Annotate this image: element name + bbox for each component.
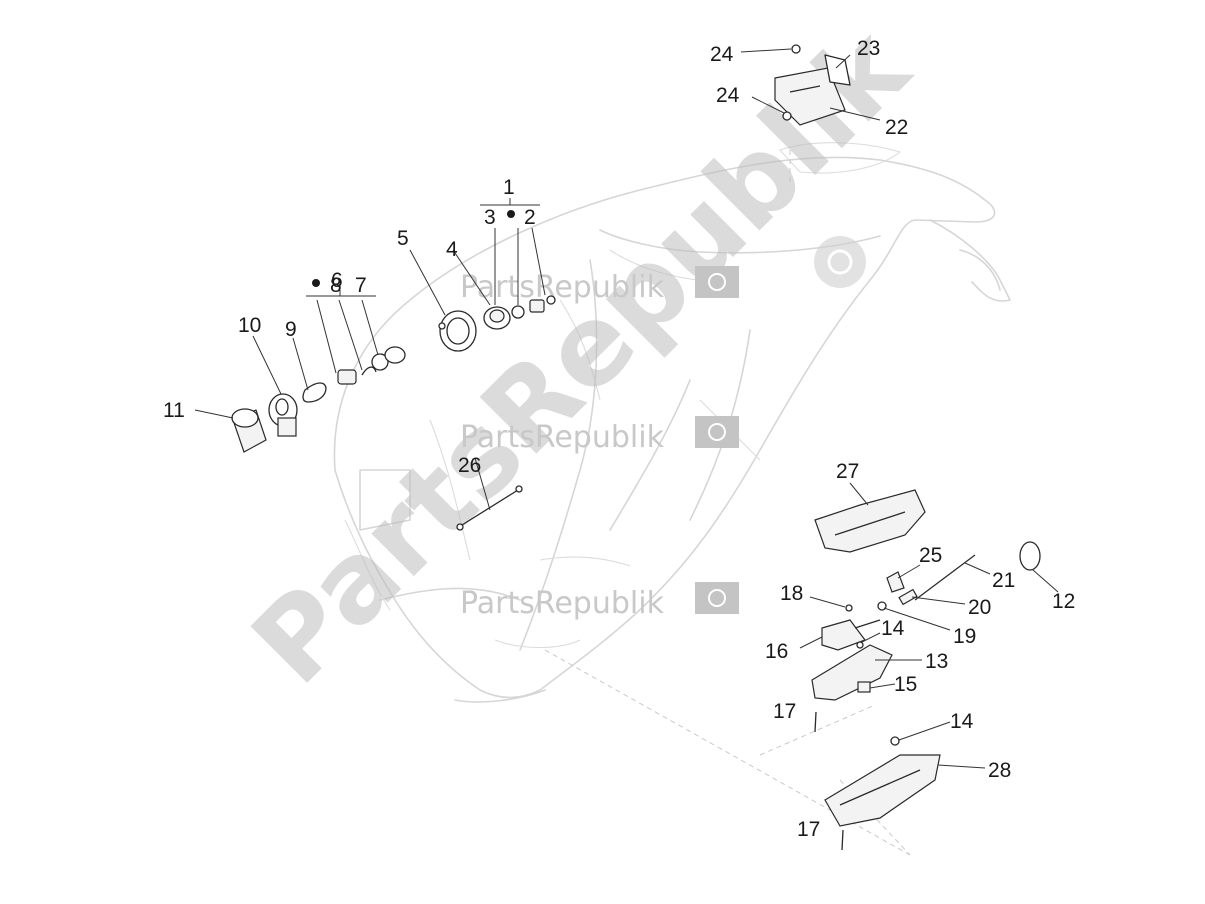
callout-26: 26 [458, 454, 481, 477]
part-21-cable [914, 554, 976, 601]
part-16-actuator [821, 619, 881, 651]
callout-3: 3 [484, 206, 496, 229]
callout-1: 1 [503, 176, 515, 199]
part-5-ring-plate [438, 310, 477, 352]
part-19-screw [877, 601, 887, 611]
part-9-spring-clip [302, 382, 327, 403]
callout-7: 7 [355, 274, 367, 297]
part-10-lock-cylinder [268, 393, 298, 437]
svg-text:PartsRepublik: PartsRepublik [460, 586, 665, 621]
part-ring-frame [384, 346, 406, 364]
leader-lines [194, 48, 1059, 769]
callout-19: 19 [953, 625, 976, 648]
part-12-ring [1019, 541, 1041, 571]
callout-17-lower: 17 [797, 818, 820, 841]
part-23-hinge [824, 54, 851, 86]
callout-9: 9 [285, 318, 297, 341]
callout-21: 21 [992, 569, 1015, 592]
part-22-bracket [774, 67, 846, 126]
callout-18: 18 [780, 582, 803, 605]
watermark-row-2: PartsRepublik [460, 416, 739, 455]
watermark-gear-large [814, 236, 866, 288]
assembly-guide-lines [544, 150, 911, 856]
callout-5: 5 [397, 227, 409, 250]
part-4-lock-housing [483, 306, 511, 330]
gear-icon [827, 249, 853, 275]
watermark-row-1: PartsRepublik [460, 266, 739, 305]
callout-4: 4 [446, 238, 458, 261]
callout-labels: 1 3 2 5 4 6 8 7 10 9 11 26 24 23 24 22 2… [163, 37, 1075, 841]
gear-icon [695, 582, 739, 614]
part-3-washer [511, 305, 525, 319]
watermark-row-3: PartsRepublik [460, 582, 739, 621]
callout-11: 11 [163, 399, 185, 422]
callout-15: 15 [894, 673, 917, 696]
part-11-cap [231, 408, 267, 453]
part-24-screw-top [791, 44, 801, 54]
callout-16: 16 [765, 640, 788, 663]
part-8-bushing [337, 369, 357, 385]
part-17-pin-lower [841, 829, 844, 851]
callout-14-lower: 14 [950, 710, 974, 733]
svg-text:PartsRepublik: PartsRepublik [460, 420, 665, 455]
callout-2: 2 [524, 206, 536, 229]
svg-text:PartsRepublik: PartsRepublik [460, 270, 665, 305]
part-13-bracket [811, 644, 893, 701]
gear-icon [695, 266, 739, 298]
part-24-screw-side [782, 111, 792, 121]
callout-13: 13 [925, 650, 948, 673]
callout-20: 20 [968, 596, 991, 619]
part-26-rod [456, 485, 523, 531]
part-15-nut [857, 681, 871, 693]
part-14-screw-lower [890, 736, 900, 746]
callout-22: 22 [885, 116, 908, 139]
callout-24-top: 24 [710, 43, 734, 66]
part-25-cap [886, 571, 905, 593]
part-7-ring [361, 353, 389, 376]
callout-14-upper: 14 [881, 617, 905, 640]
group-dot-6 [312, 279, 320, 287]
callout-24-side: 24 [716, 84, 740, 107]
callout-28: 28 [988, 759, 1011, 782]
part-17-pin-upper [814, 711, 817, 733]
callout-25: 25 [919, 544, 942, 567]
callout-17-upper: 17 [773, 700, 796, 723]
part-28-tray [824, 754, 941, 827]
callout-6: 6 [331, 269, 343, 292]
callout-27: 27 [836, 460, 859, 483]
part-18-screw [845, 604, 853, 612]
callout-12: 12 [1052, 590, 1075, 613]
group-dot-1 [507, 210, 515, 218]
callout-23: 23 [857, 37, 880, 60]
part-2-spring [529, 295, 556, 313]
callout-10: 10 [238, 314, 261, 337]
part-14-screw-upper [856, 641, 864, 649]
callout-8: 8 [330, 274, 342, 297]
gear-icon [695, 416, 739, 448]
part-20-fitting [898, 588, 918, 606]
part-27-cover [814, 489, 926, 553]
